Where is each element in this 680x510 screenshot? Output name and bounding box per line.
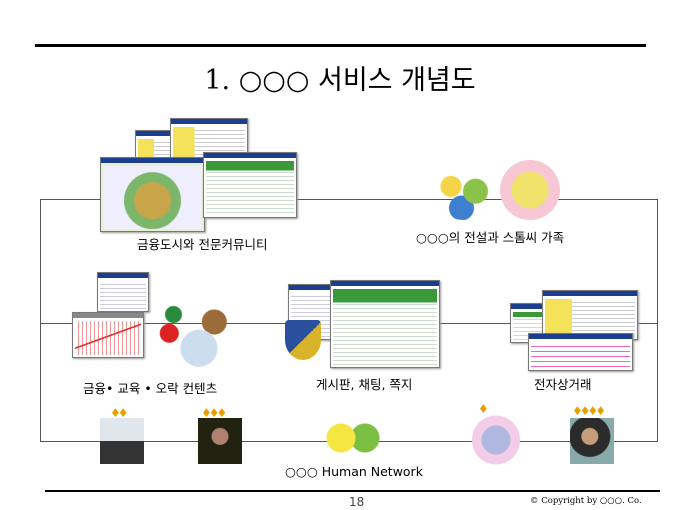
label-ecommerce: 전자상거래 (534, 377, 592, 392)
screenshot-order-form (528, 333, 633, 371)
member-photo-3 (570, 418, 614, 464)
label-finance-city: 금융도시와 전문커뮤니티 (137, 237, 268, 252)
screenshot-stock-chart (72, 312, 144, 358)
page-number: 18 (349, 495, 365, 509)
contents-illustration (148, 292, 233, 367)
label-human-network: ○○○ Human Network (285, 464, 423, 479)
screenshot-finance-city (100, 157, 205, 232)
family-illustration (430, 172, 500, 220)
shield-emblem (285, 320, 321, 360)
screenshot-green-site (203, 152, 297, 218)
label-board: 게시판, 채팅, 쪽지 (316, 377, 413, 392)
flame-icons: ♦♦♦ (201, 406, 227, 420)
screenshot-board-front (330, 280, 440, 368)
copyright: © Copyright by ○○○. Co. (530, 496, 642, 506)
slide-title: 1. ○○○ 서비스 개념도 (204, 65, 476, 96)
member-photo-1 (100, 418, 144, 464)
tree-illustration (500, 160, 560, 220)
label-contents: 금융• 교육 • 오락 컨텐츠 (83, 381, 218, 396)
member-photo-2 (198, 418, 242, 464)
flame-icons: ♦♦♦♦ (572, 404, 606, 418)
screenshot-stock-page (97, 272, 149, 312)
flame-icons: ♦♦ (110, 406, 128, 420)
human-network-mascot (323, 420, 383, 465)
bottom-rule (45, 490, 660, 492)
flame-icons: ♦ (478, 402, 489, 416)
label-legend-family: ○○○의 전설과 스톰씨 가족 (416, 230, 565, 245)
top-rule (35, 44, 646, 47)
screenshot-shop-2 (542, 290, 638, 340)
member-avatar-cartoon (472, 415, 520, 465)
